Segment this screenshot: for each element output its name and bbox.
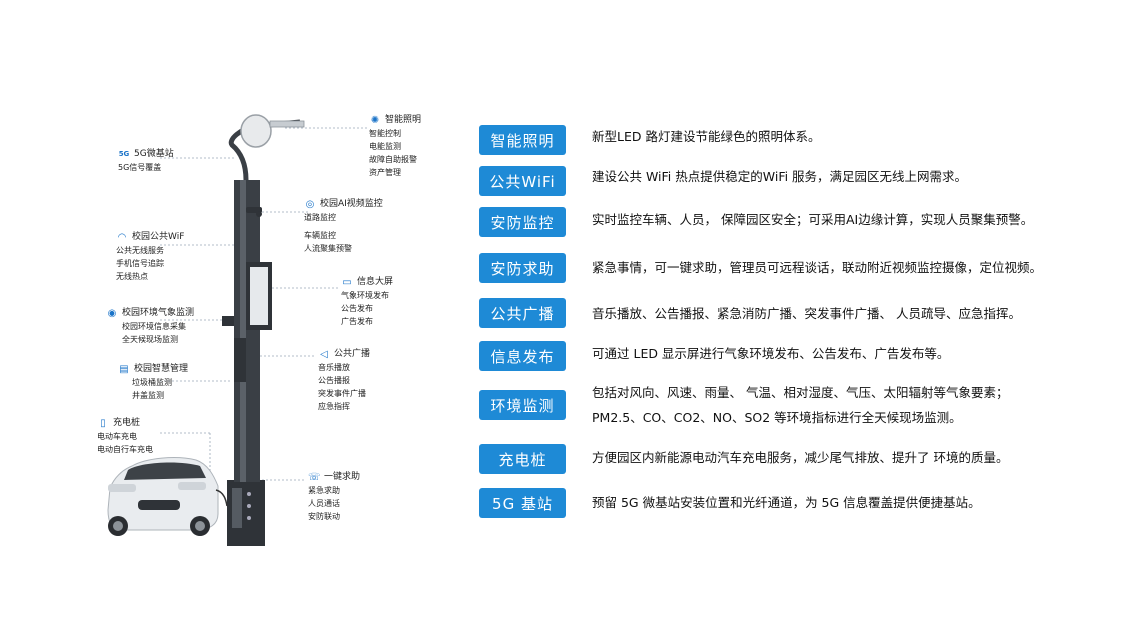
callout-screen-title: 信息大屏 [357, 276, 394, 287]
feature-label-lighting: 智能照明 [479, 125, 566, 155]
feature-desc-line: PM2.5、CO、CO2、NO、SO2 等环境指标进行全天候现场监测。 [592, 410, 962, 425]
feature-label-wifi: 公共WiFi [479, 166, 566, 196]
feature-desc-5g: 预留 5G 微基站安装位置和光纤通道，为 5G 信息覆盖提供便捷基站。 [592, 492, 981, 514]
wifi-icon: ◠ [117, 231, 127, 243]
lamp-head [240, 114, 272, 148]
feature-label-broadcast: 公共广播 [479, 298, 566, 328]
feature-label-environment: 环境监测 [479, 390, 566, 420]
feature-label-security: 安防监控 [479, 207, 566, 237]
callout-item: 安防联动 [308, 512, 340, 521]
feature-desc-info: 可通过 LED 显示屏进行气象环境发布、公告发布、广告发布等。 [592, 343, 949, 365]
callout-item: 人流聚集预警 [304, 244, 352, 253]
callout-item: 紧急求助 [308, 486, 340, 495]
callout-camera-title: 校园AI视频监控 [320, 198, 383, 209]
feature-desc-line: 包括对风向、风速、雨量、 气温、相对湿度、气压、太阳辐射等气象要素； [592, 385, 1009, 400]
feature-desc-line: 建设公共 WiFi 热点提供稳定的WiFi 服务，满足园区无线上网需求。 [592, 169, 968, 184]
callout-item: 故障自助报警 [369, 155, 417, 164]
callout-broadcast: ◁ 公共广播 音乐播放 公告播报 突发事件广播 应急指挥 [318, 347, 370, 413]
callout-item: 电能监测 [369, 142, 401, 151]
charging-icon: ▯ [100, 417, 106, 429]
feature-label-info: 信息发布 [479, 341, 566, 371]
feature-label-charging: 充电桩 [479, 444, 566, 474]
callout-item: 人员通话 [308, 499, 340, 508]
callout-smart-management: ▤ 校园智慧管理 垃圾桶监测 井盖监测 [118, 362, 188, 402]
callout-item: 公告发布 [341, 304, 373, 313]
callout-screen: ▭ 信息大屏 气象环境发布 公告发布 广告发布 [341, 275, 393, 328]
callout-item: 公共无线服务 [116, 246, 164, 255]
callout-item: 广告发布 [341, 317, 373, 326]
callout-charging: ▯ 充电桩 电动车充电 电动自行车充电 [97, 416, 153, 456]
management-icon: ▤ [119, 363, 129, 375]
speaker-icon: ◁ [320, 348, 328, 360]
callout-item: 无线热点 [116, 272, 148, 281]
callout-item: 道路监控 [304, 213, 336, 222]
callout-weather: ◉ 校园环境气象监测 校园环境信息采集 全天候现场监测 [106, 306, 194, 346]
feature-desc-broadcast: 音乐播放、公告播报、紧急消防广播、突发事件广播、 人员疏导、应急指挥。 [592, 303, 1021, 325]
leader-lines [160, 127, 368, 481]
sos-icon: ☏ [308, 471, 321, 483]
feature-desc-wifi: 建设公共 WiFi 热点提供稳定的WiFi 服务，满足园区无线上网需求。 [592, 166, 967, 188]
callout-wifi-title: 校园公共WiF [132, 231, 185, 242]
callout-item: 突发事件广播 [318, 389, 366, 398]
feature-label-sos: 安防求助 [479, 253, 566, 283]
callout-sos-title: 一键求助 [324, 471, 361, 482]
feature-desc-line: 预留 5G 微基站安装位置和光纤通道，为 5G 信息覆盖提供便捷基站。 [592, 495, 981, 510]
callout-lighting: ✺ 智能照明 智能控制 电能监测 故障自助报警 资产管理 [369, 113, 421, 179]
callout-smart-title: 校园智慧管理 [134, 363, 189, 374]
feature-desc-charging: 方便园区内新能源电动汽车充电服务，减少尾气排放、提升了 环境的质量。 [592, 447, 1008, 469]
callout-item: 智能控制 [369, 129, 401, 138]
callout-item: 车辆监控 [304, 231, 336, 240]
callout-item: 校园环境信息采集 [122, 322, 186, 331]
callout-broadcast-title: 公共广播 [334, 348, 371, 359]
callout-lighting-title: 智能照明 [385, 114, 422, 125]
feature-desc-line: 音乐播放、公告播报、紧急消防广播、突发事件广播、 人员疏导、应急指挥。 [592, 306, 1021, 321]
feature-desc-line: 实时监控车辆、人员， 保障园区安全；可采用AI边缘计算，实现人员聚集预警。 [592, 212, 1034, 227]
callout-sos: ☏一键求助 紧急求助 人员通话 安防联动 [308, 470, 360, 523]
callout-camera: ◎ 校园AI视频监控 道路监控 车辆监控 人流聚集预警 [304, 197, 383, 255]
callout-item: 电动自行车充电 [97, 445, 153, 454]
callout-item: 气象环境发布 [341, 291, 389, 300]
callout-wifi: ◠ 校园公共WiF 公共无线服务 手机信号追踪 无线热点 [116, 230, 184, 283]
callout-item: 全天候现场监测 [122, 335, 178, 344]
pole-weather-sensor [222, 316, 234, 326]
callout-item: 垃圾桶监测 [132, 378, 172, 387]
callout-5g-title: 5G微基站 [134, 148, 174, 159]
callout-item: 电动车充电 [97, 432, 137, 441]
weather-sensor-icon: ◉ [107, 307, 117, 319]
feature-desc-line: 新型LED 路灯建设节能绿色的照明体系。 [592, 129, 821, 144]
callout-charging-title: 充电桩 [113, 417, 141, 428]
camera-icon: ◎ [305, 198, 315, 210]
feature-desc-line: 可通过 LED 显示屏进行气象环境发布、公告发布、广告发布等。 [592, 346, 950, 361]
feature-desc-lighting: 新型LED 路灯建设节能绿色的照明体系。 [592, 126, 820, 148]
lightbulb-icon: ✺ [370, 114, 380, 126]
feature-desc-sos: 紧急事情，可一键求助，管理员可远程谈话，联动附近视频监控摄像，定位视频。 [592, 257, 1042, 279]
callout-item: 资产管理 [369, 168, 401, 177]
feature-label-5g: 5G 基站 [479, 488, 566, 518]
feature-desc-security: 实时监控车辆、人员， 保障园区安全；可采用AI边缘计算，实现人员聚集预警。 [592, 209, 1033, 231]
callout-item: 5G信号覆盖 [118, 163, 162, 172]
callout-item: 手机信号追踪 [116, 259, 164, 268]
feature-desc-line: 方便园区内新能源电动汽车充电服务，减少尾气排放、提升了 环境的质量。 [592, 450, 1009, 465]
electric-car [107, 457, 228, 536]
callout-item: 公告播报 [318, 376, 350, 385]
callout-weather-title: 校园环境气象监测 [122, 307, 195, 318]
pole-speaker [234, 338, 246, 382]
callout-5g-base: 5G 5G微基站 5G信号覆盖 [118, 147, 174, 174]
callout-item: 音乐播放 [318, 363, 350, 372]
callout-item: 井盖监测 [132, 391, 164, 400]
screen-icon: ▭ [342, 276, 352, 288]
pole-shaft [234, 180, 260, 482]
callout-item: 应急指挥 [318, 402, 350, 411]
5g-icon: 5G [118, 149, 130, 158]
feature-desc-environment: 包括对风向、风速、雨量、 气温、相对湿度、气压、太阳辐射等气象要素； PM2.5… [592, 382, 1008, 429]
feature-desc-line: 紧急事情，可一键求助，管理员可远程谈话，联动附近视频监控摄像，定位视频。 [592, 260, 1043, 275]
